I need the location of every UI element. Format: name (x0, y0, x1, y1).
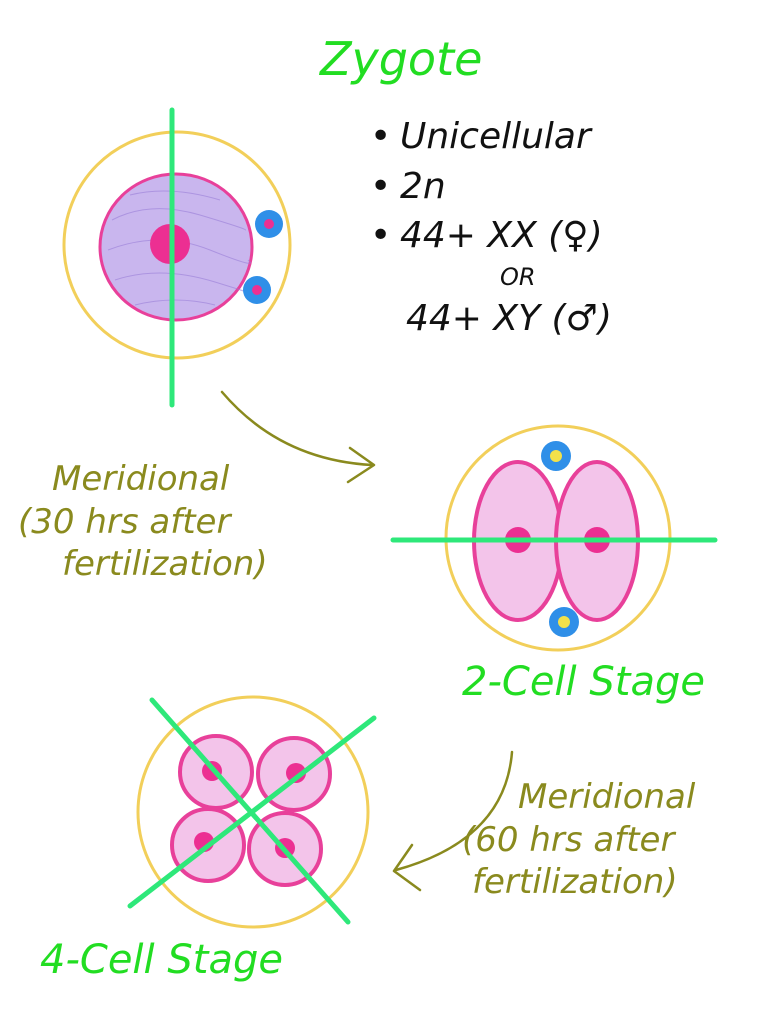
division-2-timing: (60 hrs after (462, 819, 675, 860)
two-cell-polar-body-bottom (549, 607, 579, 637)
nucleus-top-right (286, 763, 306, 783)
fact-item: •2n (370, 162, 612, 212)
division-1-timing-end: fertilization) (62, 544, 268, 584)
division-2-timing-end: fertilization) (472, 862, 678, 902)
division-2-type: Meridional (518, 777, 696, 817)
four-cell-stage-label: 4-Cell Stage (40, 937, 283, 983)
fact-text: 44+ XX (♀) (400, 215, 603, 257)
arrow-to-4cell-head (392, 843, 422, 892)
page-title: Zygote (320, 32, 483, 86)
polar-body-2 (243, 276, 271, 304)
arrow-to-4cell (394, 750, 514, 872)
four-cell-cleavage-plane-2 (127, 715, 377, 909)
fact-text-alt: 44+ XY (♂) (406, 298, 612, 340)
arrow-to-2cell-head (346, 446, 376, 484)
fact-separator: OR (500, 263, 536, 292)
bullet-icon: • (370, 165, 392, 207)
zygote-facts-list: •Unicellular •2n •44+ XX (♀) OR 44+ XY (… (370, 112, 612, 344)
two-cell-stage-label: 2-Cell Stage (462, 659, 705, 705)
bullet-icon: • (370, 116, 392, 157)
zygote-zona-pellucida (62, 130, 292, 360)
four-cell-zona-pellucida (136, 695, 370, 929)
zygote-figure (62, 107, 292, 408)
arrow-to-2cell (220, 390, 374, 467)
bullet-icon: • (370, 215, 392, 257)
polar-body-1 (255, 210, 283, 238)
fact-text: Unicellular (400, 116, 591, 157)
four-cell-figure (127, 695, 377, 929)
fact-item: •44+ XX (♀) (370, 211, 612, 261)
zygote-cytoplasm-texture (107, 190, 252, 306)
two-cell-polar-body-top (541, 441, 571, 471)
fact-text: 2n (400, 165, 446, 207)
division-2-note: Meridional (60 hrs after fertilization) (462, 776, 695, 904)
division-1-note: Meridional (30 hrs after fertilization) (18, 458, 268, 586)
division-1-timing: (30 hrs after (18, 501, 231, 542)
division-1-type: Meridional (52, 459, 230, 499)
two-cell-figure (390, 424, 718, 652)
fact-item: •Unicellular (370, 112, 612, 162)
